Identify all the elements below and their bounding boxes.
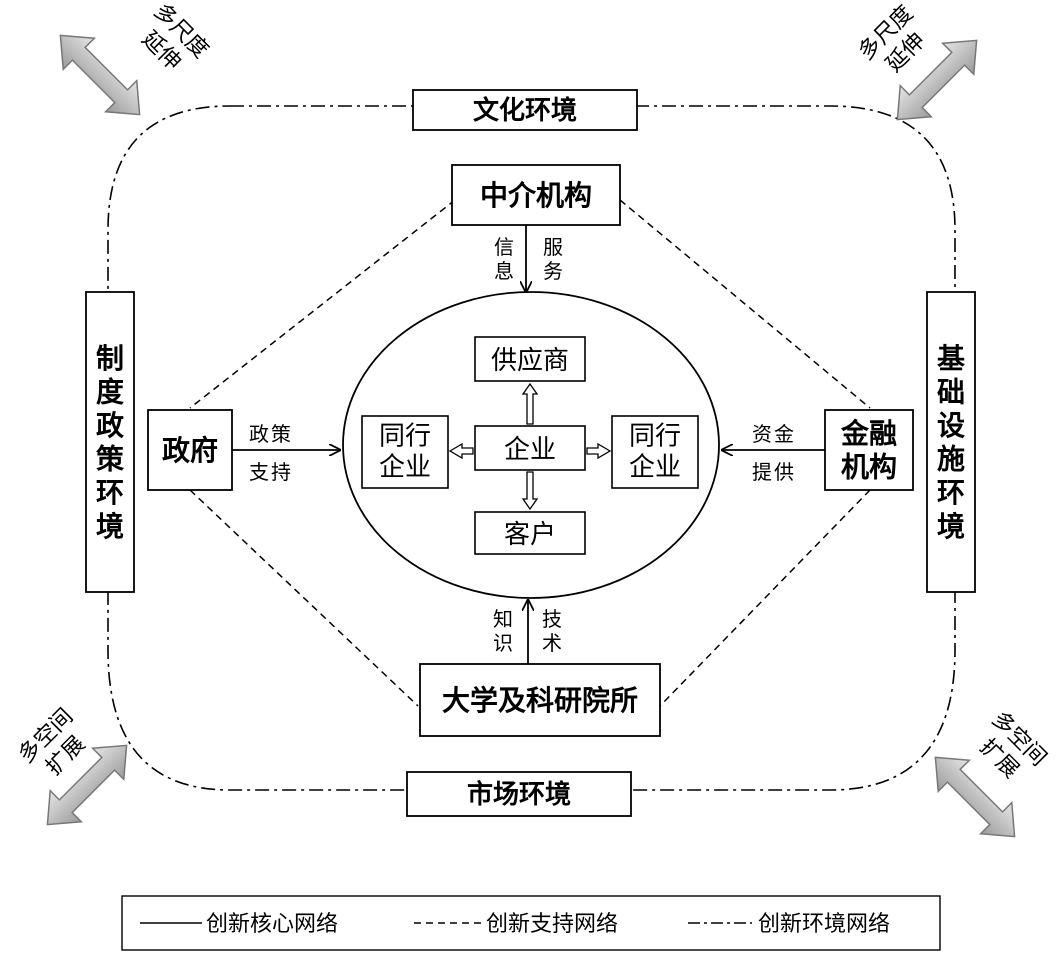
env-institution-label: 制度政策环境 — [96, 342, 124, 543]
node-university: 大学及科研院所 — [419, 663, 661, 737]
node-intermediary: 中介机构 — [451, 164, 621, 226]
flow-label-knowledge: 知识 — [493, 607, 513, 655]
flow-label-technology: 技术 — [542, 607, 562, 655]
environment-network-boundary — [107, 105, 956, 791]
corner-arrow-top-left — [59, 34, 141, 116]
node-university-label: 大学及科研院所 — [442, 684, 638, 717]
env-institution-box: 制度政策环境 — [85, 291, 135, 593]
node-supplier-label: 供应商 — [491, 346, 569, 376]
legend-dashed-label: 创新支持网络 — [486, 912, 618, 937]
corner-arrow-bottom-right — [934, 756, 1016, 838]
arrow-down-hollow — [521, 471, 539, 511]
node-enterprise-label: 企业 — [504, 435, 556, 465]
flow-label-info: 信息 — [494, 235, 514, 283]
env-market-label: 市场环境 — [467, 779, 571, 810]
node-government-label: 政府 — [162, 434, 218, 467]
node-enterprise: 企业 — [474, 425, 586, 471]
node-peer-right-label: 同行企业 — [629, 422, 681, 483]
corner-arrow-top-right — [896, 39, 978, 121]
node-finance: 金融机构 — [824, 409, 914, 491]
support-network-lines — [189, 199, 871, 707]
node-peer-left-label: 同行企业 — [379, 422, 431, 483]
flow-label-service: 服务 — [543, 235, 563, 283]
node-customer-label: 客户 — [504, 520, 556, 550]
core-flow-arrows — [232, 225, 825, 664]
flow-label-capital: 资金 — [752, 422, 796, 446]
flow-labels: 信息 服务 政策 支持 资金 提供 知识 技术 — [249, 235, 796, 655]
node-government: 政府 — [147, 409, 233, 491]
node-peer-right: 同行企业 — [611, 415, 699, 489]
node-customer: 客户 — [474, 511, 586, 555]
core-hollow-arrows — [448, 382, 612, 511]
legend-box — [121, 895, 941, 951]
arrow-up-hollow — [521, 382, 539, 425]
env-culture-box: 文化环境 — [412, 89, 638, 131]
node-intermediary-label: 中介机构 — [480, 179, 592, 212]
env-culture-label: 文化环境 — [473, 95, 577, 126]
node-finance-label: 金融机构 — [840, 417, 897, 484]
legend-solid-label: 创新核心网络 — [206, 912, 338, 937]
legend: 创新核心网络 创新支持网络 创新环境网络 — [121, 895, 941, 951]
legend-dashdot-label: 创新环境网络 — [758, 912, 890, 937]
arrow-right-hollow — [586, 442, 612, 460]
env-market-box: 市场环境 — [406, 771, 632, 817]
env-infrastructure-box: 基础设施环境 — [926, 291, 976, 593]
node-supplier: 供应商 — [474, 336, 586, 382]
arrow-left-hollow — [448, 442, 474, 460]
flow-label-provide: 提供 — [752, 460, 796, 484]
flow-label-support: 支持 — [249, 460, 293, 484]
corner-arrow-bottom-left — [46, 744, 128, 826]
flow-label-policy: 政策 — [249, 422, 293, 446]
env-infrastructure-label: 基础设施环境 — [937, 342, 965, 543]
node-peer-left: 同行企业 — [361, 415, 449, 489]
